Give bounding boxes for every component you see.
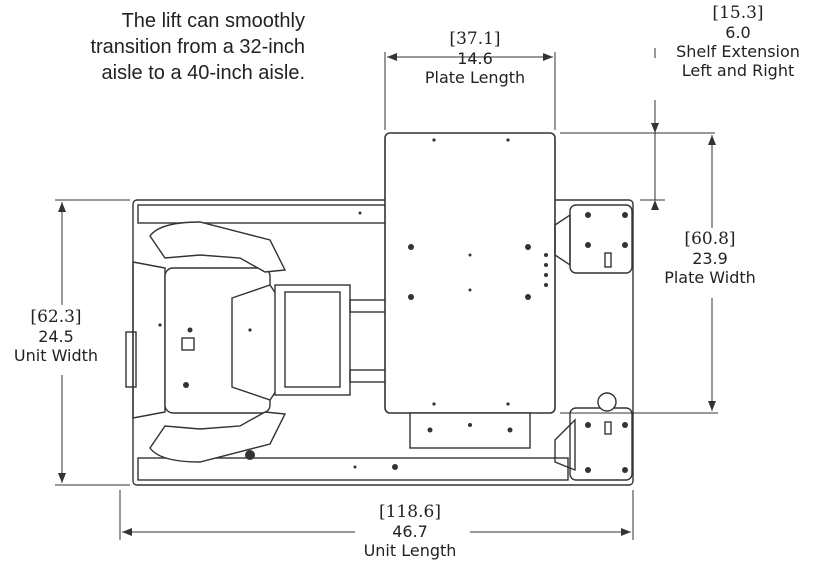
bottom-arm (149, 411, 287, 463)
latch-top (604, 252, 612, 268)
fasteners (158, 138, 628, 473)
unit-length-imperial: 46.7 (392, 522, 428, 541)
mast-bracket (231, 284, 281, 401)
shelf-plate (384, 132, 556, 414)
plate-length-label: Plate Length (424, 68, 526, 87)
unit-length-label: Unit Length (363, 541, 457, 560)
unit-length-dimension: 118.6 46.7 Unit Length (340, 503, 480, 561)
mid-rail-bottom (349, 369, 391, 383)
plate-width-dimension: 60.8 23.9 Plate Width (645, 230, 775, 288)
caption: The lift can smoothly transition from a … (0, 0, 305, 86)
caption-line-2: transition from a 32-inch (90, 36, 305, 58)
caption-line-1: The lift can smoothly (121, 10, 305, 32)
plate-length-dimension: 37.1 14.6 Plate Length (405, 30, 545, 88)
mid-rail-top (349, 299, 391, 313)
unit-width-label: Unit Width (13, 346, 99, 365)
shelf-extension-metric: 15.3 (663, 4, 813, 23)
latch-bottom (604, 421, 612, 435)
caster (597, 392, 617, 412)
unit-width-dimension: 62.3 24.5 Unit Width (4, 308, 108, 366)
top-rail (137, 204, 389, 224)
plate-width-metric: 60.8 (645, 230, 775, 249)
top-arm (149, 221, 287, 273)
right-link-top (554, 213, 571, 267)
shelf-extension-dimension: 15.3 6.0 Shelf Extension Left and Right (663, 4, 813, 81)
dimension-arrows (58, 53, 716, 536)
dimension-lines (55, 48, 718, 540)
plate-width-imperial: 23.9 (692, 249, 728, 268)
plate-length-metric: 37.1 (405, 30, 545, 49)
center-pivot (181, 337, 195, 351)
shelf-extension-label-2: Left and Right (681, 61, 795, 80)
caption-line-3: aisle to a 40-inch aisle. (101, 62, 305, 84)
control-box-inner (284, 291, 341, 388)
machine-outline (125, 132, 634, 486)
right-link-bottom (554, 418, 576, 472)
unit-length-metric: 118.6 (340, 503, 480, 522)
shelf-extension-imperial: 6.0 (725, 23, 751, 42)
left-handle (125, 331, 137, 388)
control-box (274, 284, 351, 396)
bottom-rail (137, 457, 569, 481)
left-body (132, 261, 166, 419)
unit-width-metric: 62.3 (4, 308, 108, 327)
plate-width-label: Plate Width (664, 268, 756, 287)
shelf-extension-label-1: Shelf Extension (676, 42, 800, 61)
plate-length-imperial: 14.6 (457, 49, 493, 68)
unit-width-imperial: 24.5 (38, 327, 74, 346)
